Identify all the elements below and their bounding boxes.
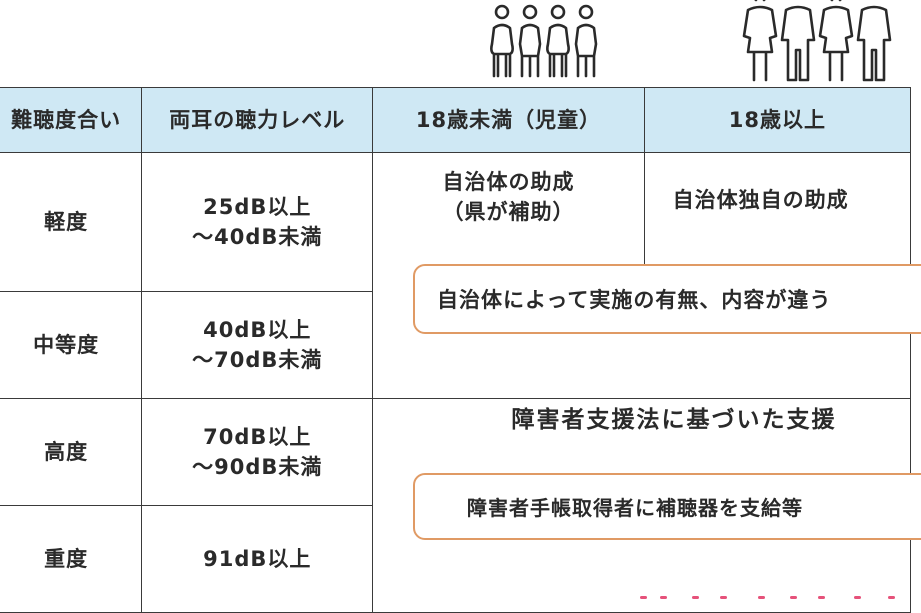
degree-cell: 中等度 bbox=[0, 291, 143, 399]
degree-cell: 軽度 bbox=[0, 152, 143, 292]
hearing-level-line: 91dB以上 bbox=[203, 546, 312, 571]
support-law-text: 障害者支援法に基づいた支援 bbox=[511, 407, 837, 433]
hearing-level-line: ～70dB未満 bbox=[192, 348, 323, 372]
hearing-level-line: 70dB以上 bbox=[203, 424, 312, 449]
header-degree: 難聴度合い bbox=[0, 87, 143, 153]
header-18-and-over: 18歳以上 bbox=[643, 87, 912, 153]
child-subsidy-line: （県が補助） bbox=[442, 200, 575, 225]
hearing-level-line: ～90dB未満 bbox=[192, 455, 323, 479]
child-subsidy-line: 自治体の助成 bbox=[442, 170, 575, 194]
hearing-level-cell: 70dB以上 ～90dB未満 bbox=[141, 398, 374, 506]
pink-accent-marks bbox=[640, 596, 921, 603]
hearing-level-line: 25dB以上 bbox=[203, 194, 312, 219]
adults-group-icon bbox=[742, 0, 902, 84]
header-under-18: 18歳未満（児童） bbox=[372, 87, 645, 153]
adult-subsidy-text: 自治体独自の助成 bbox=[672, 188, 849, 212]
header-hearing-level: 両耳の聴力レベル bbox=[141, 87, 374, 153]
hearing-level-line: ～40dB未満 bbox=[192, 225, 323, 249]
handbook-supply-text: 障害者手帳取得者に補聴器を支給等 bbox=[467, 496, 803, 520]
hearing-level-cell: 91dB以上 bbox=[141, 505, 374, 613]
hearing-level-line: 40dB以上 bbox=[203, 317, 312, 342]
degree-cell: 重度 bbox=[0, 505, 143, 613]
children-group-icon bbox=[478, 2, 618, 82]
municipal-variation-text: 自治体によって実施の有無、内容が違う bbox=[437, 288, 832, 312]
municipal-variation-banner: 自治体によって実施の有無、内容が違う bbox=[413, 264, 921, 334]
degree-cell: 高度 bbox=[0, 398, 143, 506]
table-header-row: 難聴度合い 両耳の聴力レベル 18歳未満（児童） 18歳以上 bbox=[0, 87, 912, 153]
handbook-supply-banner: 障害者手帳取得者に補聴器を支給等 bbox=[413, 473, 921, 540]
hearing-level-cell: 25dB以上 ～40dB未満 bbox=[141, 152, 374, 292]
hearing-level-cell: 40dB以上 ～70dB未満 bbox=[141, 291, 374, 399]
